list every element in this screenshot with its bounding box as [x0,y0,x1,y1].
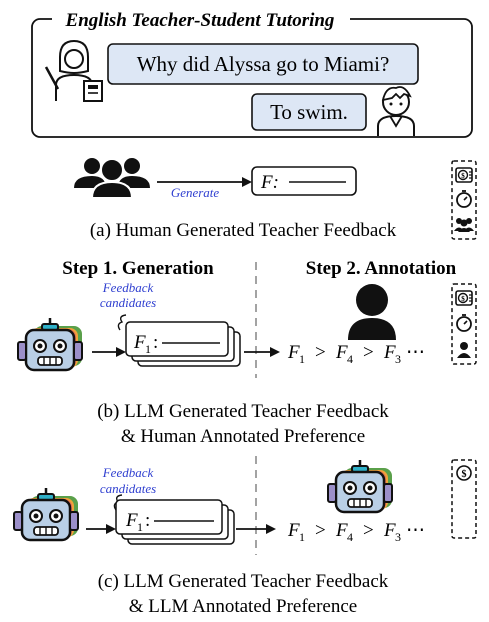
generate-label: Generate [171,185,220,200]
svg-text:4: 4 [347,352,353,366]
cost-box-b [451,283,477,365]
timer-icon [456,314,472,332]
cost-box-c [451,459,477,539]
caption-c-line2: & LLM Annotated Preference [129,596,357,617]
group-icon [74,158,150,199]
anno-arrow-b-head [270,347,280,357]
robot-icon [16,316,84,372]
anno-arrow-c-head [266,524,276,534]
caption-c-line1: (c) LLM Generated Teacher Feedback [98,571,389,592]
ranking-b: F 1 > F 4 > F 3 ⋯ [287,342,425,366]
card-colon-b: : [153,332,158,353]
svg-text:>: > [315,520,326,541]
svg-text:>: > [315,342,326,363]
answer-bubble [251,93,367,131]
robot-icon [326,458,394,514]
card-label-b-main: F [133,332,146,353]
money-icon: $ [456,465,472,481]
caption-b-line2: & Human Annotated Preference [121,426,365,447]
svg-text:3: 3 [395,530,401,544]
step1-heading: Step 1. Generation [62,258,214,279]
svg-text:F: F [335,520,348,541]
candidate-card-c-front [115,499,223,535]
title-gap [52,6,350,30]
candidates-label-c-line2: candidates [100,481,156,496]
tutoring-title: English Teacher-Student Tutoring [65,10,335,31]
svg-text:⋯: ⋯ [406,520,425,541]
group-icon [454,218,474,232]
feedback-prefix-a: F: [260,172,279,193]
candidates-label-b-line2: candidates [100,295,156,310]
svg-text:1: 1 [299,530,305,544]
caption-a: (a) Human Generated Teacher Feedback [90,220,397,241]
svg-text:F: F [383,520,396,541]
candidate-card-b-front [125,321,229,357]
card-colon-c: : [145,510,150,531]
svg-text:3: 3 [395,352,401,366]
svg-text:F: F [287,342,300,363]
generate-arrowhead [242,177,252,187]
svg-text:1: 1 [299,352,305,366]
card-label-c-main: F [125,510,138,531]
student-icon [377,86,415,136]
candidates-label-b-line1: Feedback [102,280,154,295]
ranking-c: F 1 > F 4 > F 3 ⋯ [287,520,425,544]
gen-arrow-b-head [116,347,126,357]
teacher-icon [44,39,103,102]
feedback-card-a [251,166,357,196]
person-icon [348,284,396,340]
question-text: Why did Alyssa go to Miami? [137,52,390,76]
step2-heading: Step 2. Annotation [306,258,457,279]
svg-text:F: F [335,342,348,363]
panel-b: Feedback candidates F 1 : F 1 > F 4 > F … [16,280,477,447]
question-bubble [107,43,419,85]
svg-text:>: > [363,520,374,541]
timer-icon [456,190,472,208]
panel-c: Feedback candidates F 1 : F 1 > F 4 > F … [12,458,477,617]
answer-text: To swim. [270,100,348,124]
person-icon [457,342,471,358]
money-icon [455,167,473,183]
panel-a: Generate F: (a) Human Generated Teacher … [74,158,477,241]
cost-box-a [451,160,477,240]
svg-text:4: 4 [347,530,353,544]
svg-text:F: F [383,342,396,363]
robot-icon [12,486,80,542]
card-label-c-sub: 1 [137,520,143,534]
candidates-label-c-line1: Feedback [102,465,154,480]
gen-arrow-c-head [106,524,116,534]
svg-text:>: > [363,342,374,363]
card-label-b-sub: 1 [145,342,151,356]
svg-text:$: $ [462,469,467,480]
tutoring-panel: English Teacher-Student Tutoring Why did… [31,6,473,138]
money-icon [455,290,473,306]
candidates-pointer-b [117,314,127,331]
svg-text:⋯: ⋯ [406,342,425,363]
caption-b-line1: (b) LLM Generated Teacher Feedback [97,401,389,422]
svg-text:F: F [287,520,300,541]
